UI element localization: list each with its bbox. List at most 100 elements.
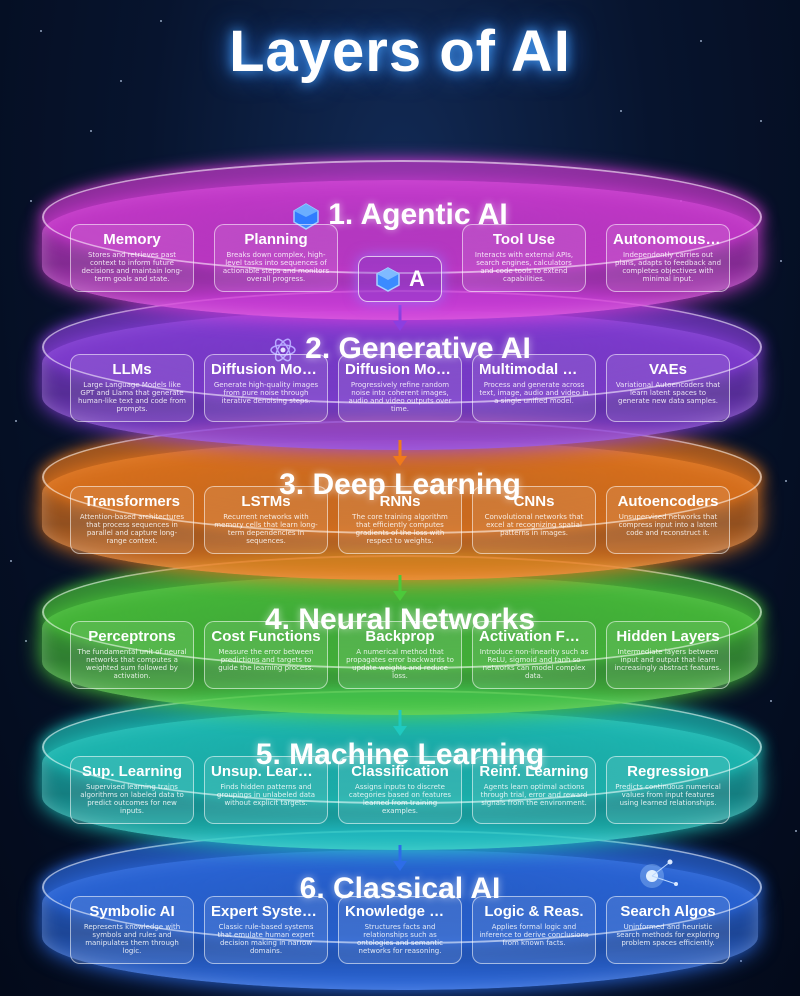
layer-title: 6. Classical AI bbox=[42, 872, 758, 906]
card-description: Supervised learning trains algorithms on… bbox=[80, 783, 184, 815]
card-description: Attention-based architectures that proce… bbox=[79, 513, 185, 545]
card-title: Backprop bbox=[365, 628, 435, 645]
card-description: Represents knowledge with symbols and ru… bbox=[83, 923, 181, 955]
card-description: Assigns inputs to discrete categories ba… bbox=[348, 783, 452, 815]
card-description: Applies formal logic and inference to de… bbox=[479, 923, 589, 947]
star bbox=[30, 200, 32, 202]
star bbox=[160, 20, 162, 22]
down-arrow-icon bbox=[393, 710, 407, 736]
card-description: Breaks down complex, high-level tasks in… bbox=[222, 251, 330, 283]
card-title: Tool Use bbox=[492, 231, 556, 248]
card-title: Unsup. Learning bbox=[211, 763, 321, 780]
card-description: Finds hidden patterns and groupings in u… bbox=[216, 783, 316, 807]
card-description: Independently carries out plans, adapts … bbox=[614, 251, 722, 283]
card-title: LSTMs bbox=[241, 493, 291, 510]
card-title: Expert Systems bbox=[211, 903, 321, 920]
layer-top bbox=[42, 160, 762, 274]
concept-card: Logic & Reas.Applies formal logic and in… bbox=[472, 896, 596, 964]
card-description: Unsupervised networks that compress inpu… bbox=[618, 513, 718, 537]
card-title: Autonomous Execution bbox=[613, 231, 723, 248]
card-description: A numerical method that propagates error… bbox=[346, 648, 454, 680]
concept-card: Backprop A numerical method that propagat… bbox=[338, 621, 462, 689]
card-description: Generate high-quality images from pure n… bbox=[213, 381, 319, 405]
star bbox=[120, 80, 122, 82]
card-title: Multimodal Models bbox=[479, 361, 589, 378]
card-title: Diffusion Models bbox=[211, 361, 321, 378]
down-arrow-icon bbox=[393, 305, 407, 331]
layer-classical: 6. Classical AI Symbolic AI Represents kno… bbox=[42, 830, 762, 990]
cube-icon bbox=[376, 267, 400, 292]
card-description: Variational Autoencoders that learn late… bbox=[615, 381, 721, 405]
star bbox=[25, 640, 27, 642]
card-title: LLMs bbox=[112, 361, 152, 378]
card-title: Sup. Learning bbox=[81, 763, 182, 780]
star bbox=[15, 420, 17, 422]
card-description: Intermediate layers between input and ou… bbox=[614, 648, 722, 672]
agentic-badge: A bbox=[358, 256, 442, 302]
down-arrow-icon bbox=[393, 845, 407, 871]
card-title: Transformers bbox=[84, 493, 180, 510]
layer-title: 4. Neural Networks bbox=[42, 603, 758, 637]
layer-title-text: 4. Neural Networks bbox=[264, 603, 536, 636]
star bbox=[700, 40, 702, 42]
card-title: Perceptrons bbox=[88, 628, 176, 645]
card-description: The core training algorithm that efficie… bbox=[352, 513, 448, 545]
layer-title-text: 6. Classical AI bbox=[299, 872, 501, 905]
card-title: Cost Functions bbox=[211, 628, 321, 645]
concept-card: Knowledge Rep.Structures facts and relat… bbox=[338, 896, 462, 964]
atom-icon bbox=[270, 338, 296, 362]
down-arrow-icon bbox=[393, 440, 407, 466]
star bbox=[10, 560, 12, 562]
card-row: Symbolic AI Represents knowledge with sym… bbox=[70, 896, 730, 964]
card-title: Search Algos bbox=[620, 903, 716, 920]
star bbox=[760, 120, 762, 122]
star bbox=[620, 110, 622, 112]
card-description: Stores and retrieves past context to inf… bbox=[81, 251, 183, 283]
card-description: Convolutional networks that excel at rec… bbox=[484, 513, 584, 537]
card-description: Introduce non-linearity such as ReLU, si… bbox=[479, 648, 589, 680]
star bbox=[90, 130, 92, 132]
card-title: Reinf. Learning bbox=[479, 763, 589, 780]
star bbox=[40, 30, 42, 32]
card-title: Planning bbox=[244, 231, 308, 248]
card-title: CNNs bbox=[513, 493, 555, 510]
sparkle-icon bbox=[640, 859, 678, 888]
card-title: Symbolic AI bbox=[89, 903, 175, 920]
card-title: Regression bbox=[627, 763, 709, 780]
cube-icon bbox=[293, 203, 319, 230]
concept-card: Symbolic AI Represents knowledge with sym… bbox=[70, 896, 194, 964]
card-description: Predicts continuous numerical values fro… bbox=[615, 783, 721, 807]
card-description: Progressively refine random noise into c… bbox=[348, 381, 452, 413]
card-title: Diffusion Models bbox=[345, 361, 455, 378]
down-arrow-icon bbox=[393, 575, 407, 601]
layer-title-text: 5. Machine Learning bbox=[255, 738, 545, 771]
card-description: Process and generate across text, image,… bbox=[479, 381, 589, 405]
layer-title-text: 1. Agentic AI bbox=[328, 198, 508, 231]
star bbox=[785, 480, 787, 482]
card-title: Hidden Layers bbox=[616, 628, 720, 645]
card-description: Large Language Models like GPT and Llama… bbox=[77, 381, 186, 413]
card-title: Activation Functions bbox=[479, 628, 589, 645]
card-title: VAEs bbox=[648, 361, 688, 378]
